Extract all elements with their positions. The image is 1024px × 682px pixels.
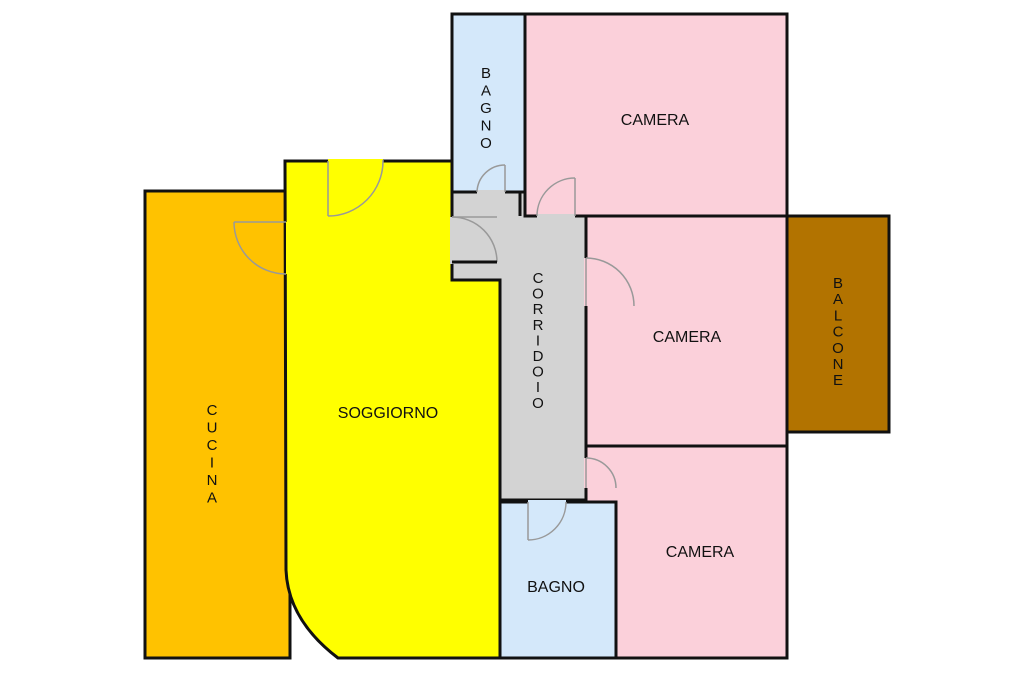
camera-top-label: CAMERA (621, 112, 690, 129)
camera-middle-label: CAMERA (653, 329, 722, 346)
camera-bottom-room (584, 444, 789, 660)
bagno-bottom-label: BAGNO (527, 579, 585, 596)
door-swings (233, 160, 635, 541)
balcone-room (785, 214, 891, 434)
camera-bottom-label: CAMERA (666, 544, 735, 561)
cucina-room (143, 189, 292, 660)
soggiorno-label: SOGGIORNO (338, 405, 438, 422)
camera-middle-room (584, 214, 789, 448)
wall-stubs (452, 192, 522, 264)
